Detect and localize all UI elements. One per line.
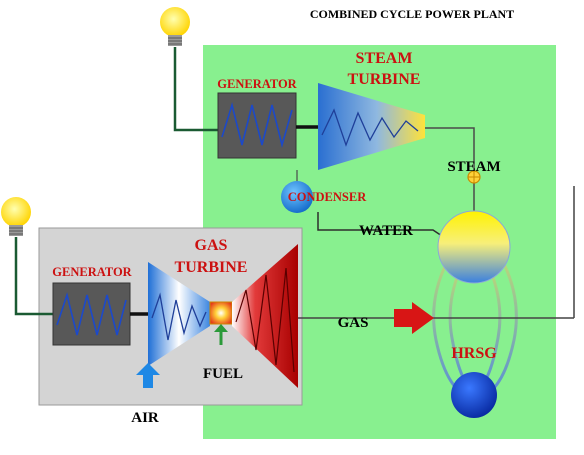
steam-turbine-blades xyxy=(321,108,419,147)
steam-turbine-label-2: TURBINE xyxy=(348,71,421,88)
diagram-title: COMBINED CYCLE POWER PLANT xyxy=(310,7,514,21)
condenser-icon xyxy=(281,181,313,213)
gas-turbine-label-1: GAS xyxy=(195,237,228,254)
mud-drum-icon xyxy=(451,372,497,418)
gas-turbine-label-2: TURBINE xyxy=(175,259,248,276)
steam-generator-wire xyxy=(173,47,218,132)
gas-label: GAS xyxy=(338,315,369,331)
condenser-label: CONDENSER xyxy=(288,190,367,204)
steam-label: STEAM xyxy=(447,159,500,175)
gas-generator-wire xyxy=(14,237,53,316)
water-line xyxy=(317,212,446,239)
gas-turbine-icon xyxy=(232,244,298,388)
air-arrow-icon xyxy=(136,363,160,388)
steam-generator-label: GENERATOR xyxy=(217,77,297,91)
steam-turbine-icon xyxy=(318,83,425,170)
fuel-label: FUEL xyxy=(203,366,243,382)
combustor-icon xyxy=(209,301,233,325)
steam-turbine-label-1: STEAM xyxy=(356,50,413,67)
fuel-arrow-icon xyxy=(214,324,228,345)
gas-flow-arrow-icon xyxy=(394,302,434,334)
steam-drum-icon xyxy=(437,210,511,284)
steam-line xyxy=(425,127,475,212)
gas-generator-winding xyxy=(56,292,127,336)
steam-generator-winding xyxy=(221,102,293,149)
light-bulb-icon xyxy=(160,7,190,46)
gas-generator-label: GENERATOR xyxy=(52,265,132,279)
air-label: AIR xyxy=(131,410,159,426)
water-label: WATER xyxy=(359,223,413,239)
light-bulb-icon xyxy=(1,197,31,236)
hrsg-tubes xyxy=(432,261,518,394)
hrsg-label: HRSG xyxy=(451,345,497,362)
